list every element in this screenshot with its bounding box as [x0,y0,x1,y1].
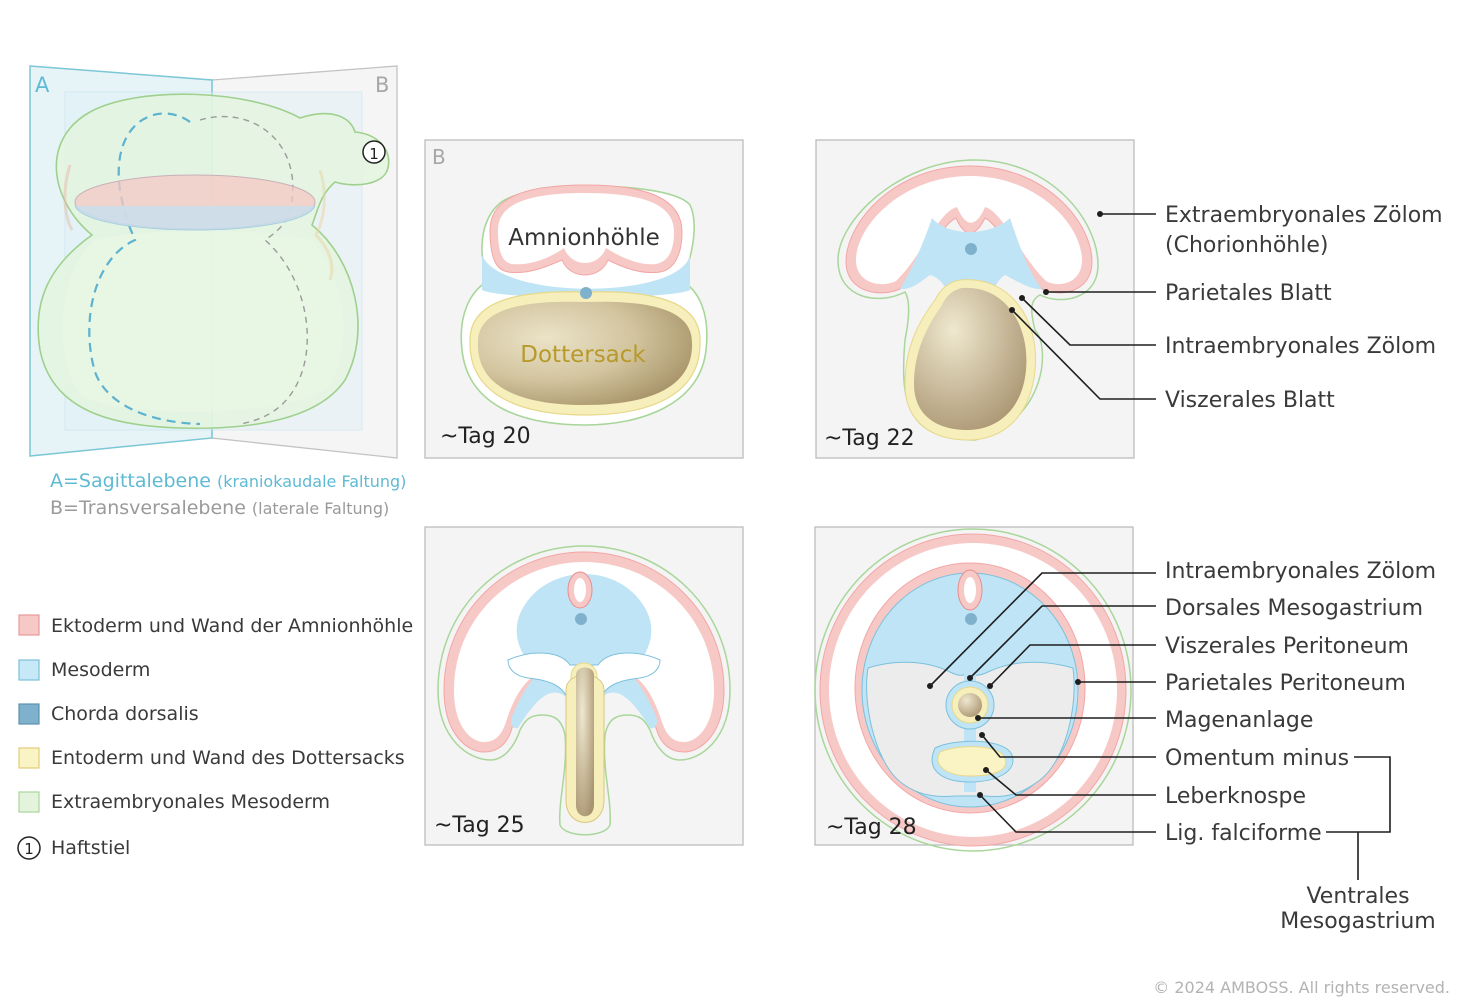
label-lesser-omentum: Omentum minus [1165,746,1349,771]
legend-item: Ektoderm und Wand der Amnionhöhle [18,614,413,637]
label-parietal-peritoneum: Parietales Peritoneum [1165,671,1406,696]
panel-tag20: B Amnionhöhle Dottersack ~Tag 20 [424,139,744,459]
panel-tag22: ~Tag 22 [815,139,1135,459]
amnion-cavity [498,193,674,265]
sagittal-dashed [88,112,201,426]
panel-tag28: ~Tag 28 [814,526,1134,852]
leaders-tag28 [927,572,1391,880]
copyright: © 2024 AMBOSS. All rights reserved. [1153,978,1450,997]
neural-tube-28 [964,577,976,603]
legend-item: Chorda dorsalis [18,703,199,725]
legend: Ektoderm und Wand der Amnionhöhle Mesode… [17,614,413,860]
plane-a-letter: A [35,73,50,97]
label-falciform-ligament: Lig. falciforme [1165,821,1322,846]
label-ventral-mesogastrium-line1: Ventrales [1306,884,1409,909]
label-intraembryonic-coelom-28: Intraembryonales Zölom [1165,559,1436,584]
plane-b-letter: B [375,73,389,97]
neural-tube-25 [574,578,586,602]
panel-day-label: ~Tag 25 [434,813,525,838]
svg-text:Mesoderm: Mesoderm [51,659,150,681]
yolk-stalk-25 [576,667,594,817]
plane-b-caption: B=Transversalebene(laterale Faltung) [50,497,389,519]
panel-day-label: ~Tag 22 [824,426,915,451]
label-extraembryonic-coelom: Extraembryonales Zölom [1165,203,1443,228]
svg-text:Chorda dorsalis: Chorda dorsalis [51,703,199,725]
label-intraembryonic-coelom: Intraembryonales Zölom [1165,334,1436,359]
chorda-dorsalis-28 [965,613,977,625]
amnion-label: Amnionhöhle [508,225,660,251]
svg-text:Entoderm und Wand des Dottersa: Entoderm und Wand des Dottersacks [51,747,405,769]
label-liver-bud: Leberknospe [1165,784,1306,809]
label-dorsal-mesogastrium: Dorsales Mesogastrium [1165,596,1423,621]
overview-3d: A B 1 [29,65,398,459]
label-ventral-mesogastrium-line2: Mesogastrium [1280,909,1436,934]
legend-item: Mesoderm [18,659,150,681]
legend-item: Extraembryonales Mesoderm [18,791,330,813]
liver-bud-28 [937,746,1007,777]
haftstiel-marker-number: 1 [369,145,379,163]
leaders-tag22 [1009,211,1156,400]
yolk-sac-22 [914,287,1027,430]
yolk-label: Dottersack [520,342,646,368]
chorda-dorsalis-25 [575,613,587,625]
label-visceral-layer: Viszerales Blatt [1165,388,1335,413]
haftstiel-marker-circle [362,140,386,164]
amnion-cavity-25 [454,562,714,742]
stomach-primordium-28 [958,693,982,717]
chorda-dorsalis [580,287,592,299]
panel-day-label: ~Tag 20 [440,424,531,449]
label-parietal-layer: Parietales Blatt [1165,281,1332,306]
svg-text:1: 1 [24,840,34,858]
chorda-dorsalis-22 [965,243,977,255]
label-visceral-peritoneum: Viszerales Peritoneum [1165,634,1409,659]
legend-item: Entoderm und Wand des Dottersacks [18,747,405,769]
svg-text:Extraembryonales Mesoderm: Extraembryonales Mesoderm [51,791,330,813]
label-chorionic-cavity: (Chorionhöhle) [1165,233,1329,258]
labels-tag28: Intraembryonales Zölom Dorsales Mesogast… [1165,559,1436,934]
amnion-cavity-22 [856,176,1082,285]
label-stomach-primordium: Magenanlage [1165,708,1313,733]
panel-tag25: ~Tag 25 [424,526,744,846]
panel-corner-letter: B [432,145,446,169]
svg-text:Ektoderm und Wand der Amnionhö: Ektoderm und Wand der Amnionhöhle [51,615,413,637]
legend-item-haftstiel: 1 Haftstiel [17,836,130,860]
labels-tag22: Extraembryonales Zölom (Chorionhöhle) Pa… [1165,203,1443,413]
yolk-sac-fill [477,301,693,405]
panel-day-label: ~Tag 28 [826,815,917,840]
svg-text:Haftstiel: Haftstiel [51,837,130,859]
plane-a-caption: A=Sagittalebene(kraniokaudale Faltung) [50,470,406,492]
